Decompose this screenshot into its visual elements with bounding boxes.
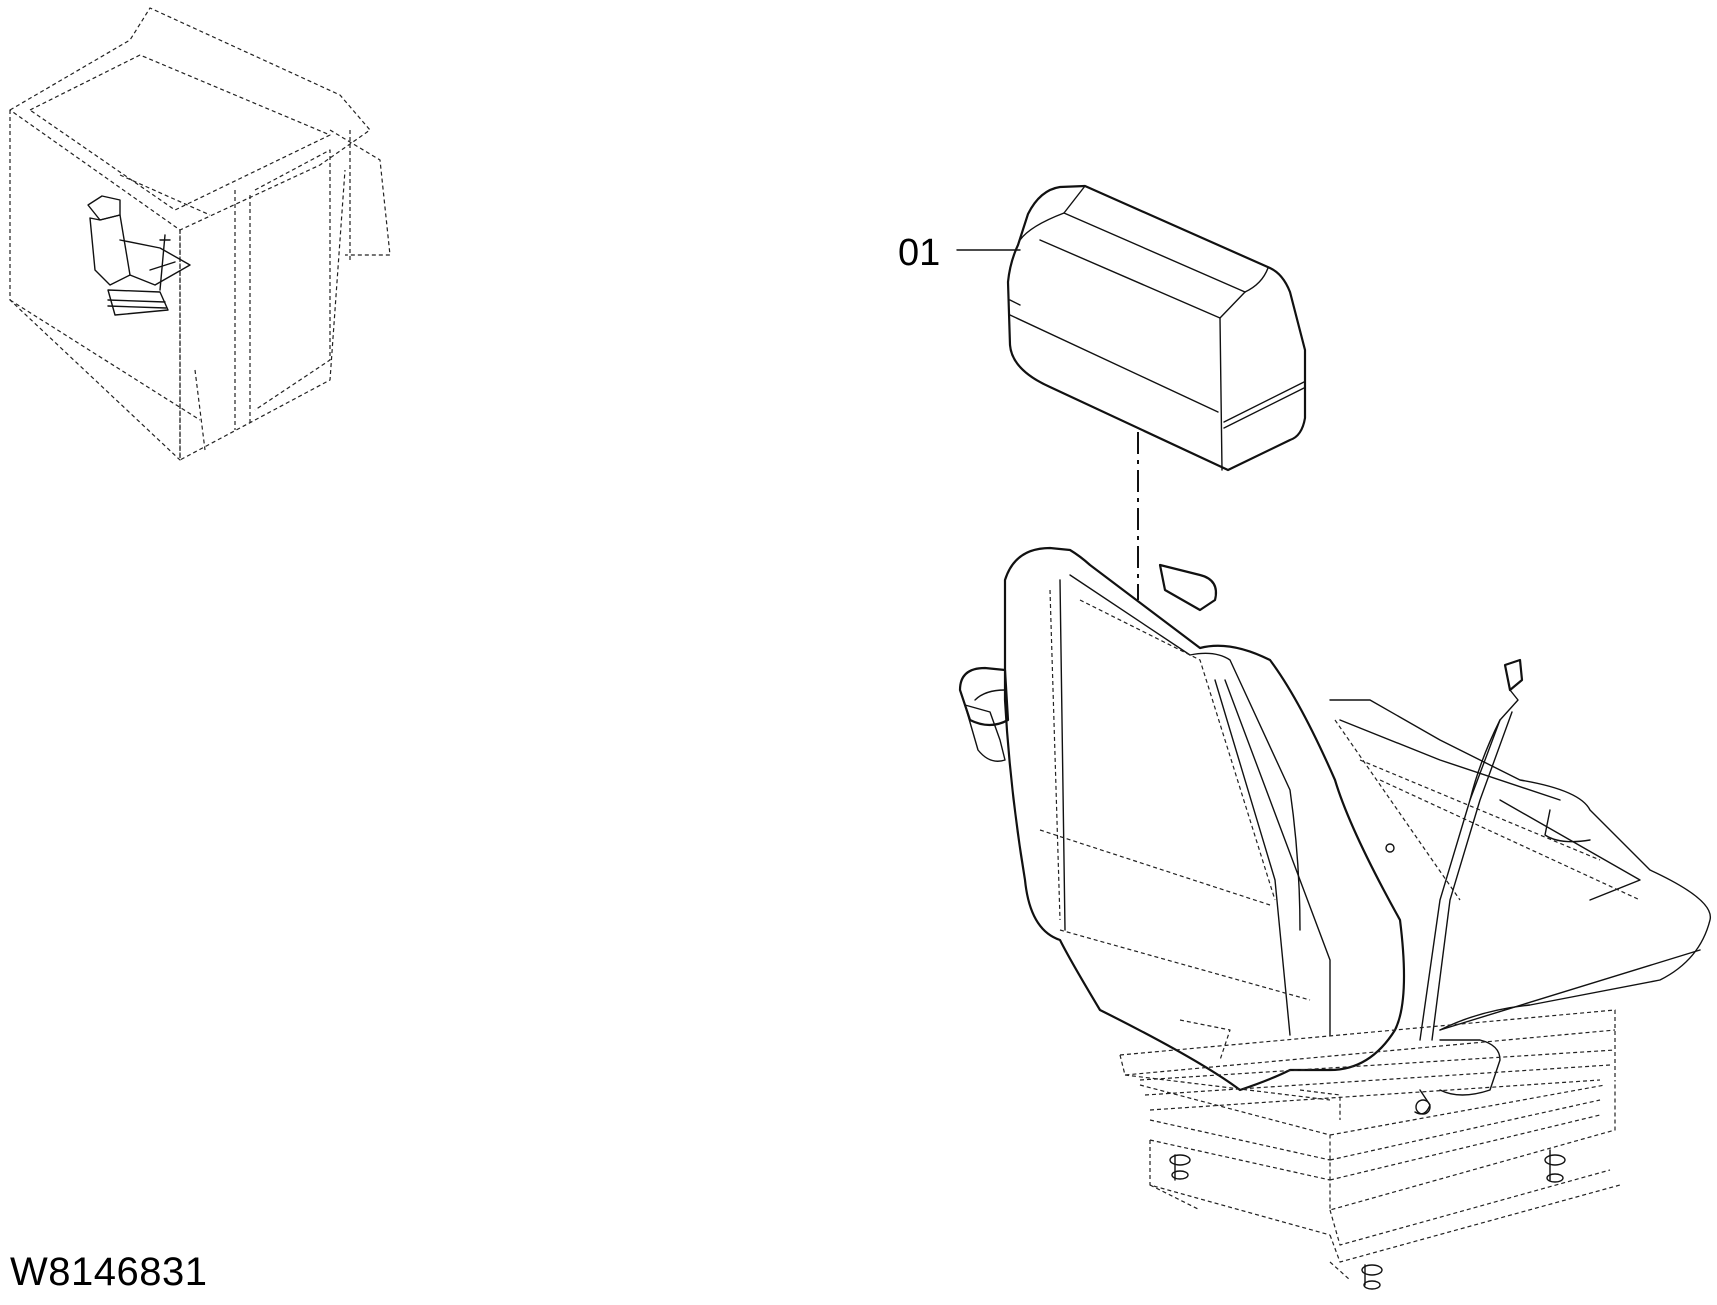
callout-number: 01 [898,232,940,274]
headrest [1006,184,1307,472]
drawing-number: W8146831 [10,1250,208,1294]
cab-location-inset [9,7,391,461]
callout-01: 01 [898,232,1021,274]
seat-assembly [958,546,1711,1290]
